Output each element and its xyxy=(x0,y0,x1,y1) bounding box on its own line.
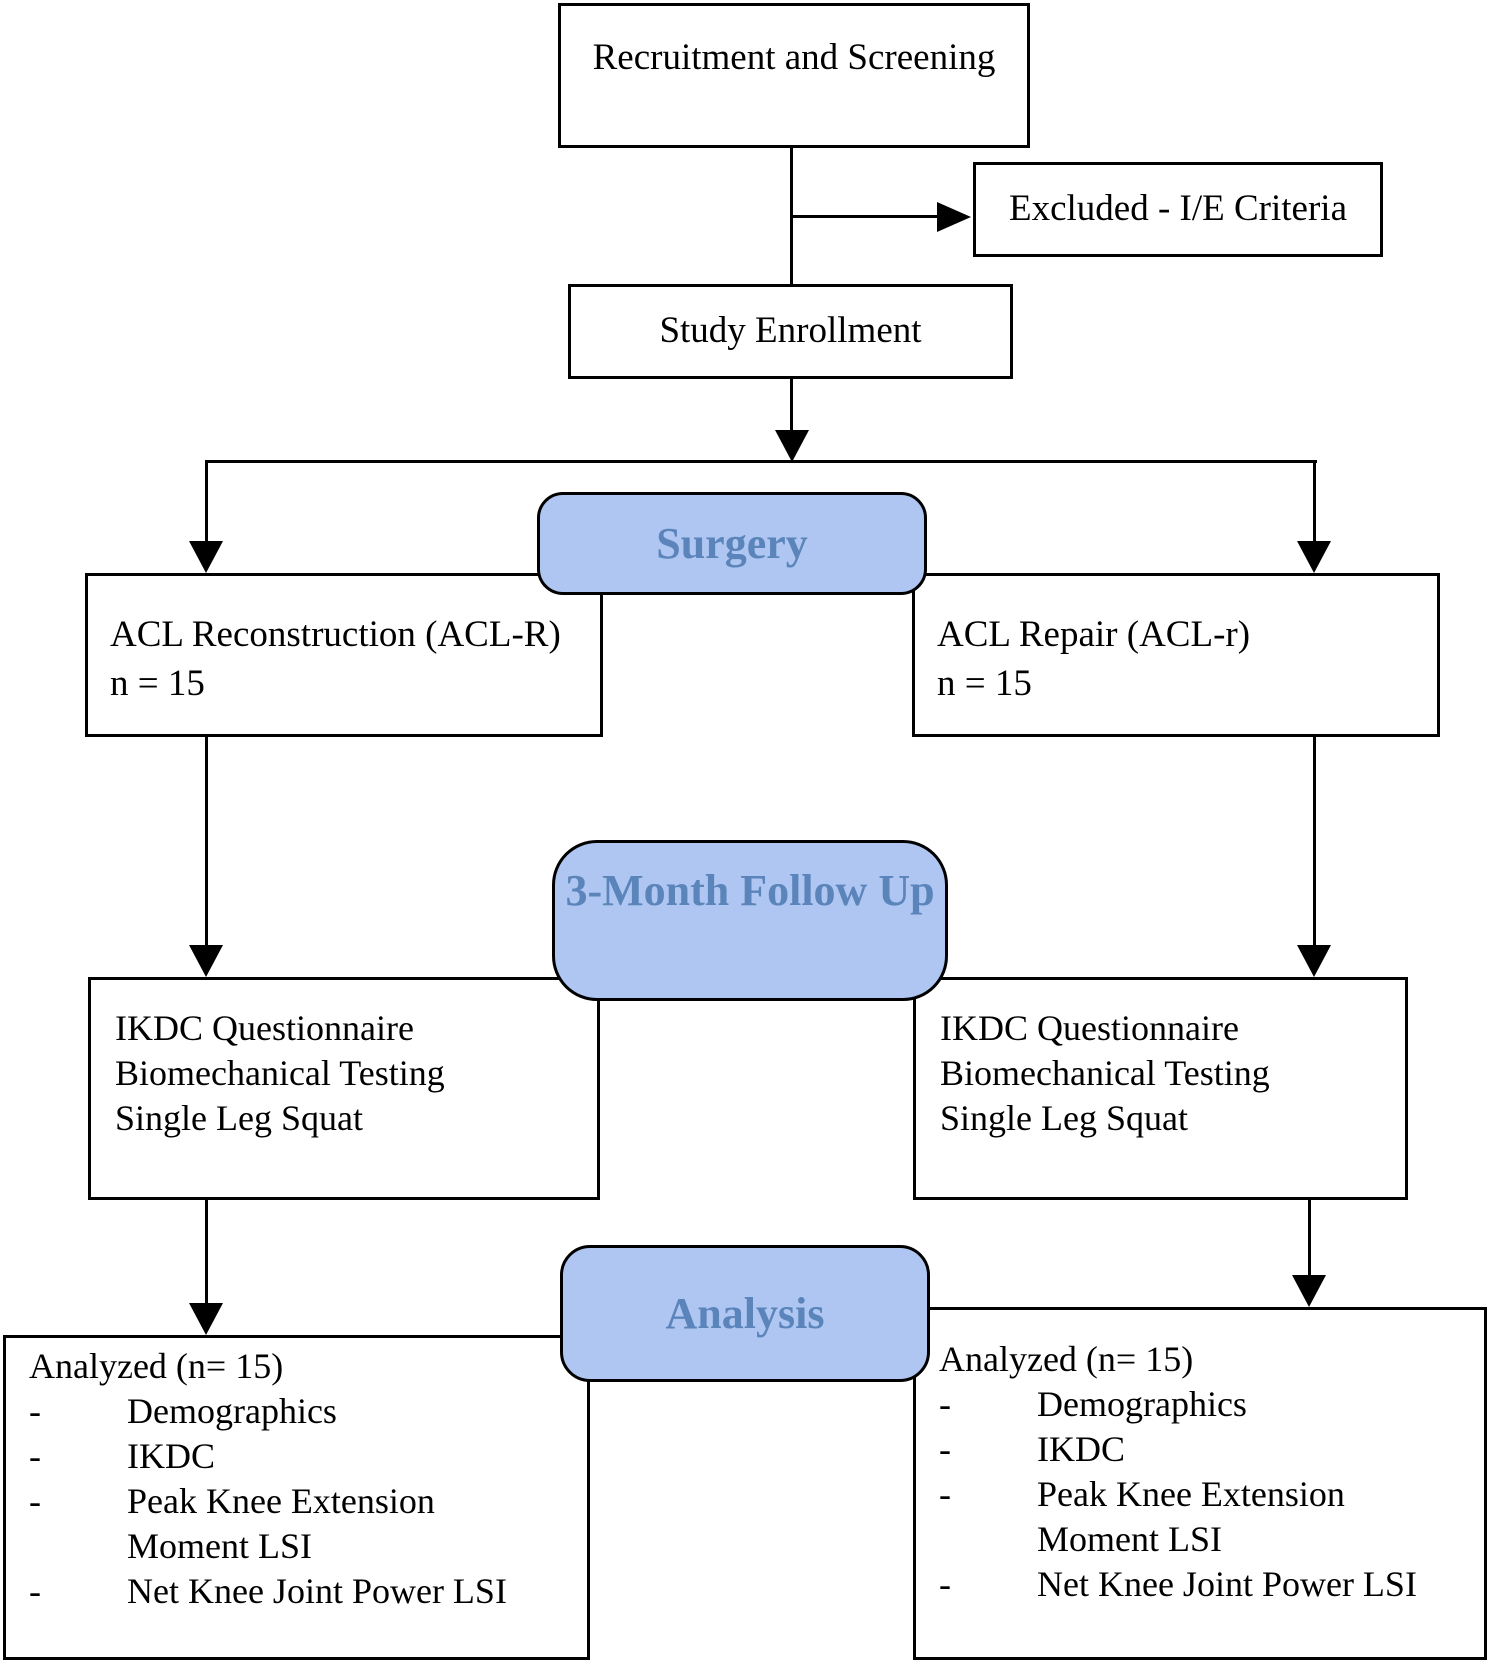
bullet-dash: - xyxy=(939,1384,951,1424)
acl-reconstruction-n: n = 15 xyxy=(110,663,205,704)
bullet-text: Demographics xyxy=(127,1391,337,1431)
bullet-dash: - xyxy=(29,1391,41,1431)
bullet-dash: - xyxy=(29,1481,41,1521)
bullet-text: Peak Knee Extension xyxy=(127,1481,435,1521)
arrowhead-into-followup-right xyxy=(1297,945,1331,977)
excluded-label: Excluded - I/E Criteria xyxy=(1008,188,1347,230)
enrollment-label: Study Enrollment xyxy=(659,310,922,352)
bullet-dash: - xyxy=(29,1571,41,1611)
arrowhead-into-followup-left xyxy=(189,945,223,977)
arrowhead-into-excluded xyxy=(937,202,971,232)
arrowhead-into-analyzed-right xyxy=(1292,1275,1326,1307)
acl-reconstruction-box: ACL Reconstruction (ACL-R) n = 15 xyxy=(85,573,603,737)
arrowhead-into-analyzed-left xyxy=(189,1303,223,1335)
line-split-horizontal xyxy=(206,460,1317,463)
line-split-right-down xyxy=(1313,460,1316,543)
line-followup-to-analyzed-right xyxy=(1308,1200,1311,1277)
list-item: - IKDC xyxy=(939,1427,1474,1472)
bullet-dash xyxy=(29,1524,127,1569)
list-item: - Net Knee Joint Power LSI xyxy=(939,1562,1474,1607)
acl-repair-title: ACL Repair (ACL-r) xyxy=(937,614,1251,655)
bullet-text: IKDC xyxy=(1037,1429,1125,1469)
acl-repair-n: n = 15 xyxy=(937,663,1032,704)
line-aclrepair-to-followup-right xyxy=(1313,737,1316,947)
stage-surgery-pill: Surgery xyxy=(537,492,927,595)
bullet-text: IKDC xyxy=(127,1436,215,1476)
followup-test: IKDC Questionnaire xyxy=(940,1008,1239,1048)
stage-analysis-label: Analysis xyxy=(665,1289,825,1338)
line-aclr-to-followup-left xyxy=(205,737,208,947)
bullet-dash: - xyxy=(939,1429,951,1469)
bullet-text: Net Knee Joint Power LSI xyxy=(1037,1564,1417,1604)
followup-test: IKDC Questionnaire xyxy=(115,1008,414,1048)
followup-test: Biomechanical Testing xyxy=(940,1053,1270,1093)
list-item: - Net Knee Joint Power LSI xyxy=(29,1569,577,1614)
excluded-box: Excluded - I/E Criteria xyxy=(973,162,1383,257)
arrowhead-into-acl-repair xyxy=(1297,541,1331,573)
followup-tests-right-box: IKDC Questionnaire Biomechanical Testing… xyxy=(913,977,1408,1200)
bullet-dash xyxy=(939,1517,1037,1562)
acl-repair-box: ACL Repair (ACL-r) n = 15 xyxy=(912,573,1440,737)
bullet-text: Peak Knee Extension xyxy=(1037,1474,1345,1514)
list-item: Moment LSI xyxy=(29,1524,577,1569)
line-split-left-down xyxy=(205,460,208,543)
list-item: - Demographics xyxy=(29,1389,577,1434)
line-followup-to-analyzed-left xyxy=(205,1200,208,1305)
line-enrollment-down xyxy=(790,377,793,433)
recruitment-box: Recruitment and Screening xyxy=(558,3,1030,148)
bullet-text: Demographics xyxy=(1037,1384,1247,1424)
stage-followup-label: 3-Month Follow Up xyxy=(565,866,935,915)
list-item: - Peak Knee Extension xyxy=(939,1472,1474,1517)
list-item: - Peak Knee Extension xyxy=(29,1479,577,1524)
list-item: - Demographics xyxy=(939,1382,1474,1427)
arrowhead-onto-split xyxy=(775,430,809,462)
list-item: Moment LSI xyxy=(939,1517,1474,1562)
followup-test: Single Leg Squat xyxy=(940,1098,1188,1138)
stage-surgery-label: Surgery xyxy=(656,519,808,568)
list-item: - IKDC xyxy=(29,1434,577,1479)
analyzed-title: Analyzed (n= 15) xyxy=(939,1339,1194,1379)
analyzed-title: Analyzed (n= 15) xyxy=(29,1346,284,1386)
followup-test: Biomechanical Testing xyxy=(115,1053,445,1093)
analyzed-left-box: Analyzed (n= 15) - Demographics - IKDC -… xyxy=(3,1335,590,1660)
bullet-dash: - xyxy=(939,1474,951,1514)
arrowhead-into-acl-reconstruction xyxy=(189,541,223,573)
bullet-dash: - xyxy=(939,1564,951,1604)
enrollment-box: Study Enrollment xyxy=(568,284,1013,379)
stage-followup-pill: 3-Month Follow Up xyxy=(552,840,948,1001)
line-recruitment-to-enrollment xyxy=(790,146,793,286)
followup-tests-left-box: IKDC Questionnaire Biomechanical Testing… xyxy=(88,977,600,1200)
stage-analysis-pill: Analysis xyxy=(560,1245,930,1382)
bullet-text: Moment LSI xyxy=(127,1526,312,1566)
bullet-dash: - xyxy=(29,1436,41,1476)
followup-test: Single Leg Squat xyxy=(115,1098,363,1138)
analyzed-right-box: Analyzed (n= 15) - Demographics - IKDC -… xyxy=(913,1307,1487,1660)
acl-reconstruction-title: ACL Reconstruction (ACL-R) xyxy=(110,614,561,655)
line-branch-excluded xyxy=(792,215,939,218)
recruitment-label: Recruitment and Screening xyxy=(592,37,996,78)
bullet-text: Net Knee Joint Power LSI xyxy=(127,1571,507,1611)
bullet-text: Moment LSI xyxy=(1037,1519,1222,1559)
